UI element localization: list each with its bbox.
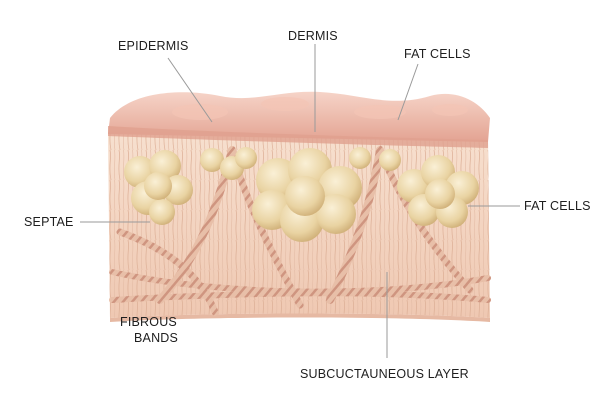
- leader-lines: [80, 44, 520, 358]
- label-dermis: DERMIS: [288, 29, 338, 43]
- label-epidermis: EPIDERMIS: [118, 39, 189, 53]
- fat-cell-cluster: [349, 147, 401, 171]
- fibrous-band: [109, 290, 491, 303]
- label-septae: SEPTAE: [24, 215, 74, 229]
- surface-bump: [354, 105, 406, 119]
- leader-fat-cells-top: [397, 63, 419, 121]
- fat-cell-cluster: [124, 150, 193, 225]
- surface-bump: [432, 104, 468, 116]
- label-fibrous-bands-line2: BANDS: [134, 331, 178, 345]
- fat-cell-cluster: [200, 147, 257, 180]
- surface-bump: [261, 97, 309, 111]
- leader-epidermis: [167, 57, 213, 123]
- label-fat-cells-top: FAT CELLS: [404, 47, 471, 61]
- fat-cell-cluster: [252, 148, 362, 242]
- dermis-band: [108, 126, 488, 148]
- tissue-bottom-edge: [110, 313, 490, 322]
- label-fat-cells-right: FAT CELLS: [524, 199, 591, 213]
- fat-cell-cluster: [397, 155, 479, 228]
- septa: [116, 228, 219, 316]
- label-fibrous-bands-line1: FIBROUS: [120, 315, 177, 329]
- fat-cell-clusters: [124, 147, 479, 242]
- septa: [326, 146, 384, 304]
- label-subcutaneous-layer: SUBCUCTAUNEOUS LAYER: [300, 367, 469, 381]
- skin-top-layer: [108, 91, 490, 148]
- labels: EPIDERMIS DERMIS FAT CELLS SEPTAE FAT CE…: [24, 29, 591, 381]
- surface-bump: [172, 104, 228, 120]
